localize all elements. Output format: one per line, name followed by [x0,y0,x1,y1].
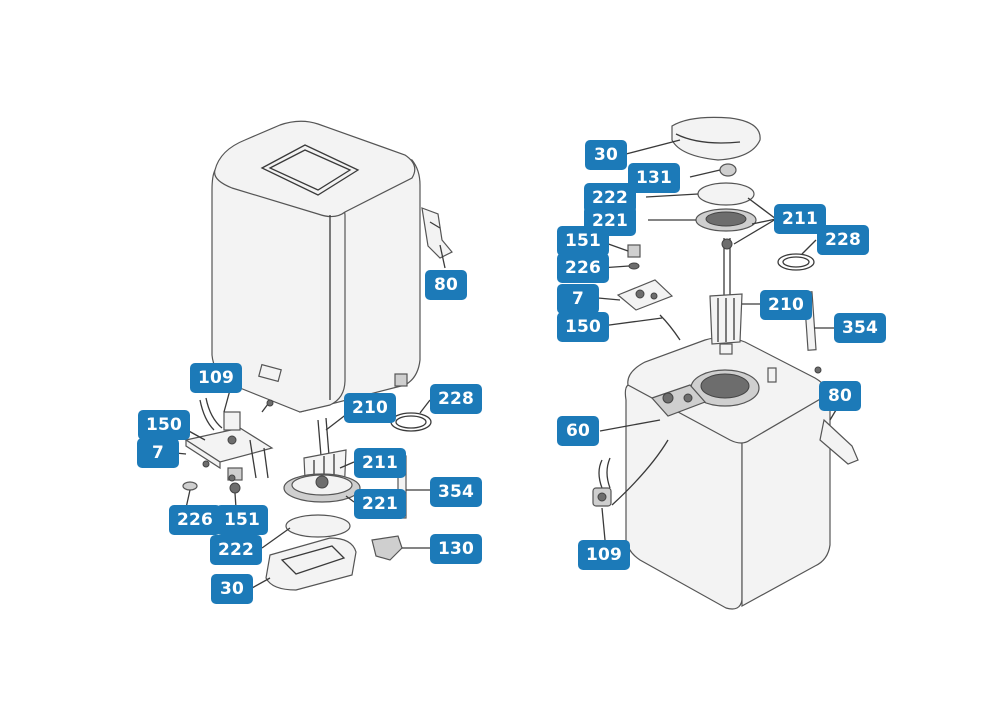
left-label-80: 80 [425,270,467,300]
left-label-150: 150 [138,410,191,440]
left-label-211: 211 [354,448,407,478]
right-part-150-wire [659,314,681,341]
left-label-221: 221 [354,489,407,519]
right-label-109: 109 [578,540,631,570]
left-part-7-thermostat [184,397,274,479]
right-tank [624,336,831,610]
left-small-parts [202,460,236,482]
right-label-226: 226 [557,253,610,283]
right-label-30: 30 [585,140,627,170]
left-label-222: 222 [210,535,263,565]
right-part-80-bracket [819,418,859,465]
left-part-226-cap [182,481,198,491]
right-part-221-flange [695,208,757,232]
right-label-354: 354 [834,313,887,343]
right-part-226 [628,262,640,270]
right-part-30-lid [671,116,761,161]
right-part-222-gasket [697,182,755,206]
right-part-109-lamp [592,457,612,507]
left-part-130 [371,535,403,561]
right-part-210-element [709,238,743,355]
left-label-30: 30 [211,574,253,604]
right-part-151 [627,244,641,258]
right-label-80: 80 [819,381,861,411]
right-part-131 [719,163,737,177]
right-label-131: 131 [628,163,681,193]
left-label-210: 210 [344,393,397,423]
right-label-60: 60 [557,416,599,446]
left-label-109: 109 [190,363,243,393]
left-label-228: 228 [430,384,483,414]
left-part-222-gasket [285,514,351,538]
left-part-30-cover [265,537,357,591]
left-part-221-flange [283,473,361,503]
left-label-151: 151 [216,505,269,535]
left-part-228-ring [390,412,432,432]
right-part-7-thermostat [616,279,674,311]
left-tank [211,120,421,413]
right-label-151: 151 [557,226,610,256]
left-label-130: 130 [430,534,483,564]
left-label-226: 226 [169,505,222,535]
left-label-354: 354 [430,477,483,507]
left-part-80-bracket [421,207,453,259]
right-label-150: 150 [557,312,610,342]
right-label-228: 228 [817,225,870,255]
right-label-210: 210 [760,290,813,320]
right-label-7: 7 [557,284,599,314]
left-label-7: 7 [137,438,179,468]
right-part-228-ring [777,253,815,271]
